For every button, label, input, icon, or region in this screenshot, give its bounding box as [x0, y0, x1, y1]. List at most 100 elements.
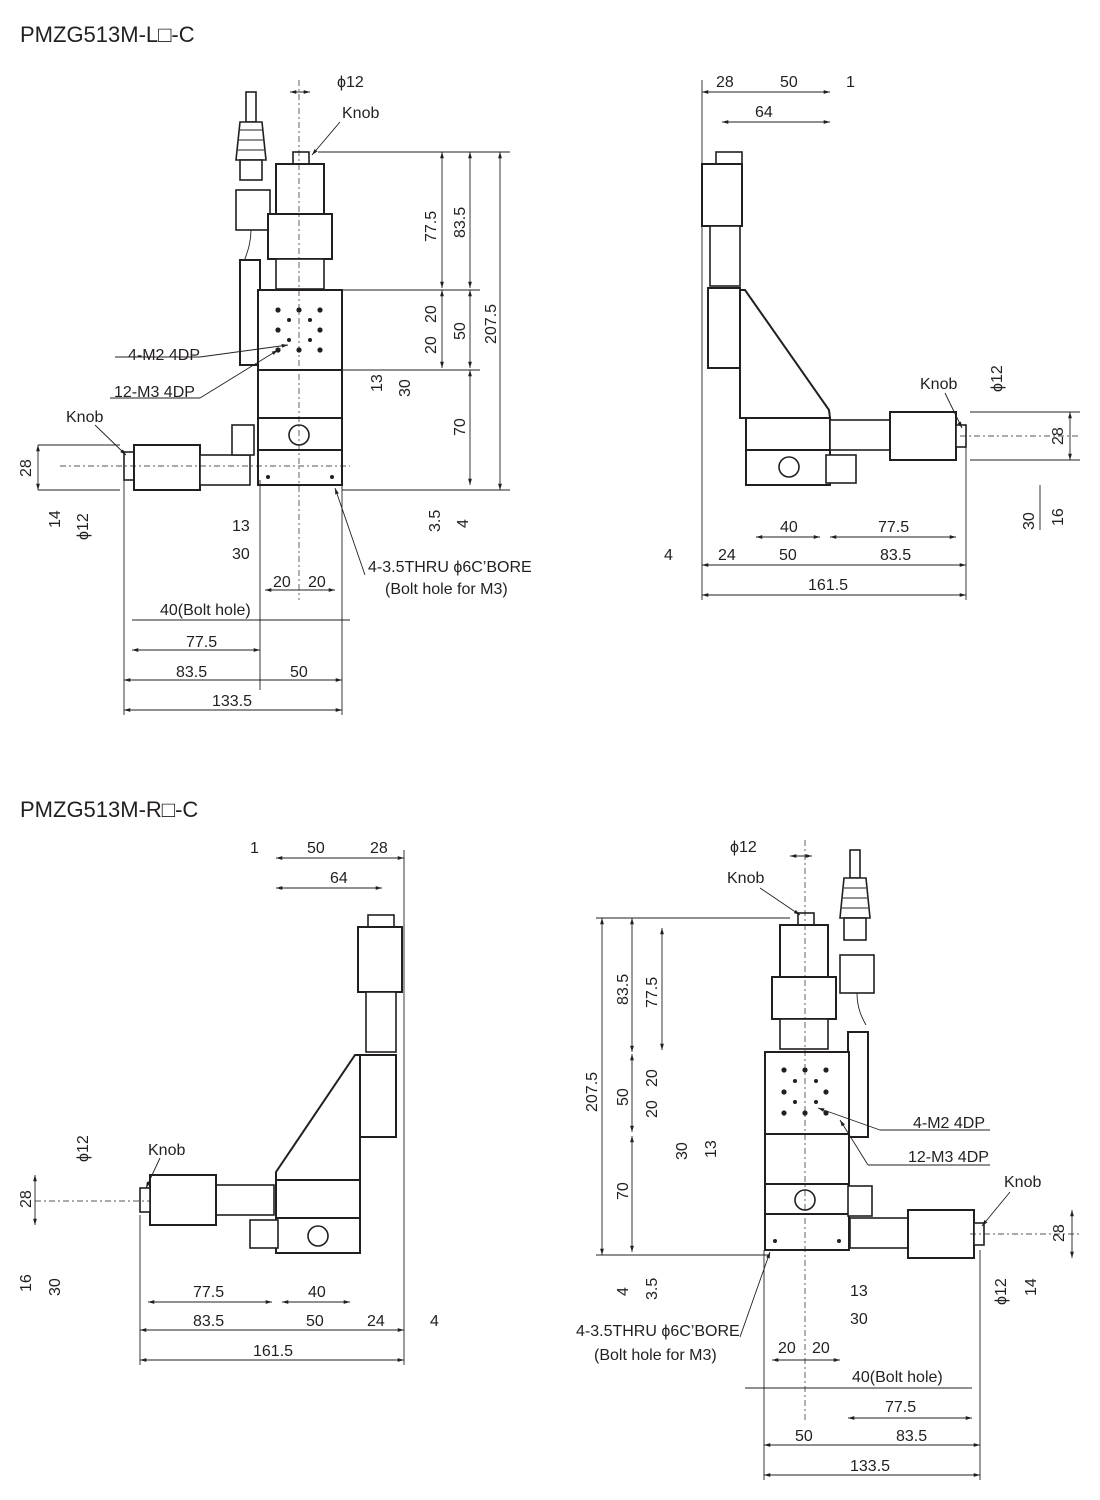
dim-20: 20: [778, 1340, 796, 1357]
dim-133-5: 133.5: [212, 693, 252, 710]
m2-holes-label: 4-M2 4DP: [128, 347, 200, 364]
dim-77-5: 77.5: [885, 1399, 916, 1416]
dim-16: 16: [18, 1274, 35, 1292]
dim-28: 28: [370, 840, 388, 857]
dim-20: 20: [273, 574, 291, 591]
thru-holes-label: 4-3.5THRU ϕ6C’BORE: [368, 559, 532, 576]
dim-50: 50: [795, 1428, 813, 1445]
dim-4: 4: [664, 547, 673, 564]
dim-24: 24: [367, 1313, 385, 1330]
dim-83-5: 83.5: [880, 547, 911, 564]
dim-20: 20: [308, 574, 326, 591]
dim-77-5: 77.5: [644, 977, 661, 1008]
knob-label: Knob: [66, 409, 103, 426]
dim-20: 20: [644, 1100, 661, 1118]
dim-20: 20: [644, 1069, 661, 1087]
dim-161-5: 161.5: [808, 577, 848, 594]
leader-lines: [94, 121, 1011, 1338]
dim-16: 16: [1050, 508, 1067, 526]
dim-24: 24: [718, 547, 736, 564]
dim-3-5: 3.5: [644, 1278, 661, 1300]
dim-64: 64: [755, 104, 773, 121]
dim-20: 20: [423, 336, 440, 354]
dim-40: 40: [780, 519, 798, 536]
dim-133-5: 133.5: [850, 1458, 890, 1475]
dim-30: 30: [674, 1142, 691, 1160]
knob-label: Knob: [342, 105, 379, 122]
dim-13: 13: [369, 374, 386, 392]
dim-207-5: 207.5: [483, 304, 500, 344]
dim-4: 4: [615, 1287, 632, 1296]
m3-holes-label: 12-M3 4DP: [908, 1149, 989, 1166]
view-l-front: [60, 80, 350, 600]
bolt-hole-40-label: 40(Bolt hole): [160, 602, 251, 619]
dim-83-5: 83.5: [615, 974, 632, 1005]
knob-label: Knob: [1004, 1174, 1041, 1191]
dim-1: 1: [250, 840, 259, 857]
m2-holes-label: 4-M2 4DP: [913, 1115, 985, 1132]
view-r-side-labels: 1 50 28 64 Knob 77.5 40 83.5 50 24 4 161…: [18, 840, 439, 1360]
dimension-lines: [33, 80, 1080, 1480]
phi12-label: ϕ12: [75, 513, 92, 540]
dim-77-5: 77.5: [193, 1284, 224, 1301]
dim-207-5: 207.5: [584, 1072, 601, 1112]
dim-4: 4: [455, 519, 472, 528]
dim-13: 13: [232, 518, 250, 535]
dim-13: 13: [850, 1283, 868, 1300]
dim-28: 28: [18, 1190, 35, 1208]
dim-20: 20: [812, 1340, 830, 1357]
title-left-model: PMZG513M-L□-C: [20, 22, 195, 47]
dim-161-5: 161.5: [253, 1343, 293, 1360]
bolt-note-label: (Bolt hole for M3): [385, 581, 508, 598]
dim-30: 30: [850, 1311, 868, 1328]
dim-1: 1: [846, 74, 855, 91]
dim-28: 28: [18, 459, 35, 477]
dim-64: 64: [330, 870, 348, 887]
dim-30: 30: [47, 1278, 64, 1296]
dim-4: 4: [430, 1313, 439, 1330]
dim-14: 14: [1023, 1278, 1040, 1296]
bolt-note-label: (Bolt hole for M3): [594, 1347, 717, 1364]
dim-50: 50: [779, 547, 797, 564]
view-l-front-labels: ϕ12 Knob 4-M2 4DP 12-M3 4DP Knob 4-3.5TH…: [18, 74, 532, 710]
dim-50: 50: [306, 1313, 324, 1330]
thru-holes-label: 4-3.5THRU ϕ6C’BORE: [576, 1323, 740, 1340]
view-r-front-labels: ϕ12 Knob 4-M2 4DP 12-M3 4DP Knob 13 30 4…: [576, 839, 1068, 1475]
phi12-label: ϕ12: [989, 365, 1006, 392]
dim-50: 50: [452, 322, 469, 340]
bolt-hole-40-label: 40(Bolt hole): [852, 1369, 943, 1386]
dim-70: 70: [615, 1182, 632, 1200]
phi12-label: ϕ12: [730, 839, 757, 856]
phi12-label: ϕ12: [337, 74, 364, 91]
dim-77-5: 77.5: [186, 634, 217, 651]
dim-28: 28: [1051, 1224, 1068, 1242]
knob-label: Knob: [727, 870, 764, 887]
dim-30: 30: [232, 546, 250, 563]
dim-50: 50: [290, 664, 308, 681]
dim-20: 20: [423, 305, 440, 323]
dim-13: 13: [703, 1140, 720, 1158]
dim-83-5: 83.5: [452, 207, 469, 238]
view-l-side-labels: 28 50 1 64 Knob 40 77.5 4 24 50 83.5 161…: [664, 74, 1067, 594]
m3-holes-label: 12-M3 4DP: [114, 384, 195, 401]
dim-83-5: 83.5: [193, 1313, 224, 1330]
view-r-side: [35, 914, 403, 1254]
dim-3-5: 3.5: [427, 510, 444, 532]
dim-14: 14: [47, 510, 64, 528]
phi12-label: ϕ12: [75, 1135, 92, 1162]
title-right-model: PMZG513M-R□-C: [20, 797, 198, 822]
dim-83-5: 83.5: [896, 1428, 927, 1445]
phi12-label: ϕ12: [993, 1278, 1010, 1305]
dim-50: 50: [615, 1088, 632, 1106]
dim-77-5: 77.5: [423, 211, 440, 242]
view-r-front: [764, 840, 1080, 1420]
dim-77-5: 77.5: [878, 519, 909, 536]
dim-50: 50: [307, 840, 325, 857]
dim-70: 70: [452, 418, 469, 436]
knob-label: Knob: [148, 1142, 185, 1159]
dim-28: 28: [716, 74, 734, 91]
dim-83-5: 83.5: [176, 664, 207, 681]
dim-30: 30: [1021, 512, 1038, 530]
dim-30: 30: [397, 379, 414, 397]
